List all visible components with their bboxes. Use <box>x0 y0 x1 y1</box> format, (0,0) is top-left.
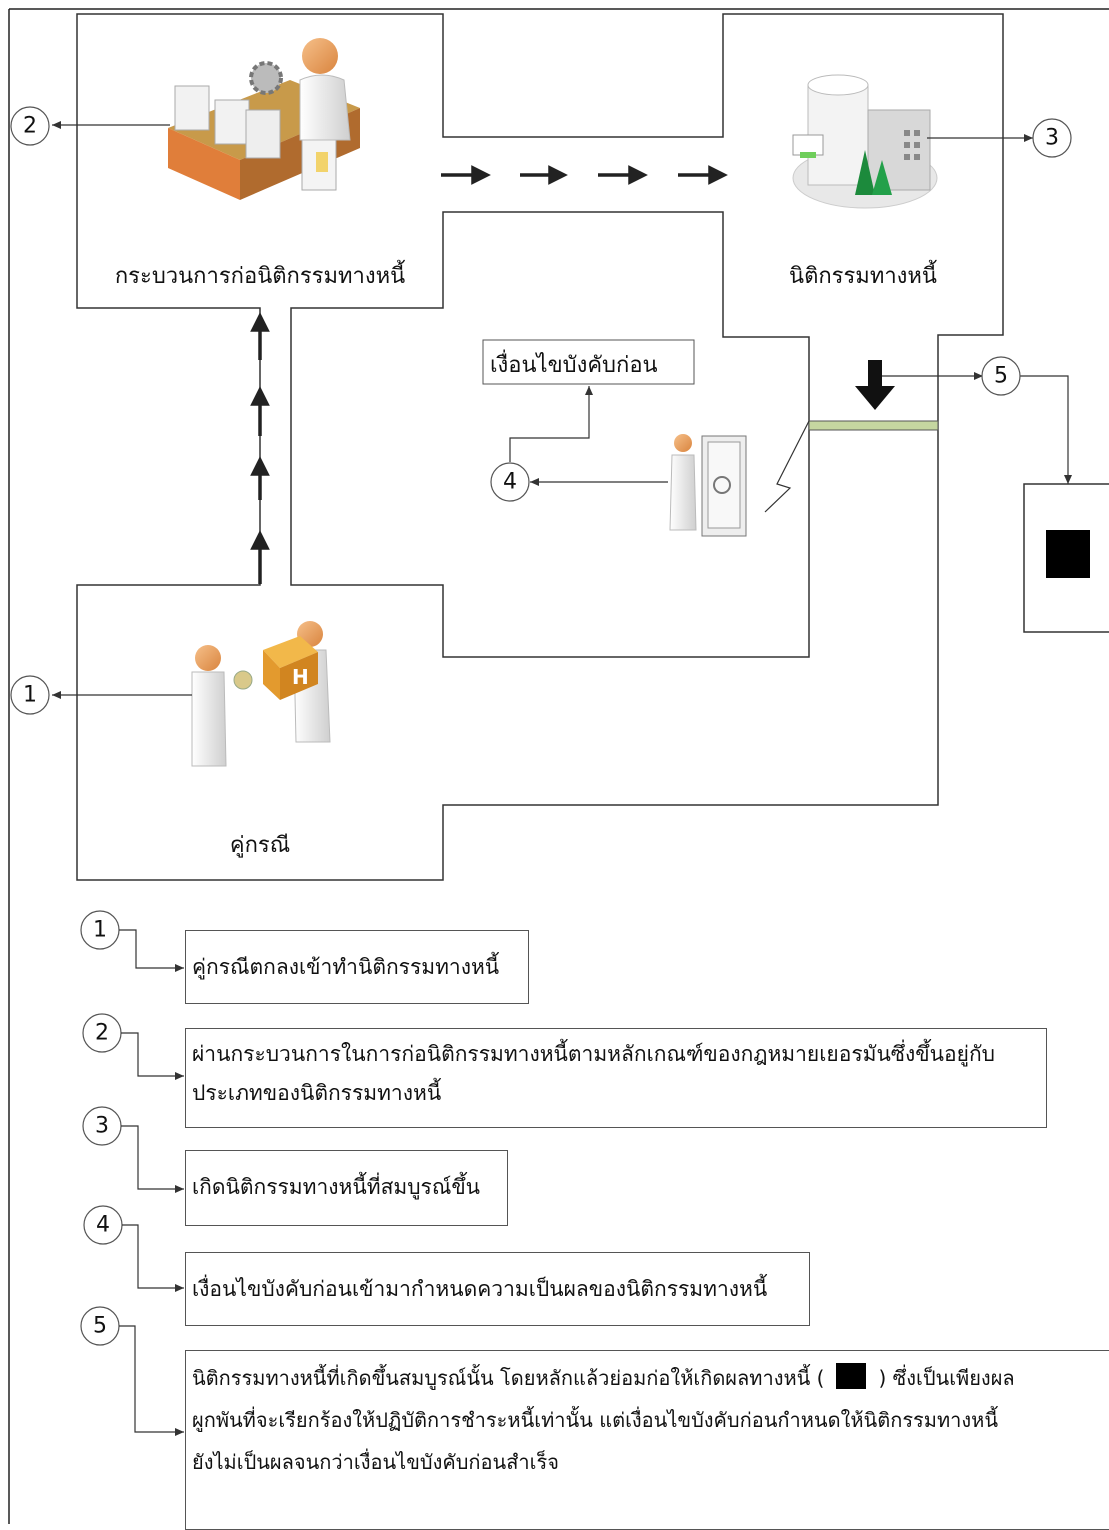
legend-text-2-line-2: ประเภทของนิติกรรมทางหนี้ <box>192 1081 442 1105</box>
legend-number-2: 2 <box>95 1021 109 1046</box>
legend-text-4: เงื่อนไขบังคับก่อนเข้ามากำหนดความเป็นผลข… <box>192 1277 768 1301</box>
legend-text-1: คู่กรณีตกลงเข้าทำนิติกรรมทางหนี้ <box>192 955 500 979</box>
legend-circles <box>80 910 123 1346</box>
condition-label: เงื่อนไขบังคับก่อน <box>490 349 658 378</box>
legend-number-3: 3 <box>95 1114 109 1139</box>
legend-text-5-part-b: ) ซึ่งเป็นเพียงผล <box>878 1366 1015 1390</box>
legend-text-5-line-3: ยังไม่เป็นผลจนกว่าเงื่อนไขบังคับก่อนสำเร… <box>192 1450 559 1474</box>
legend-number-4: 4 <box>96 1213 110 1238</box>
legend-box-3: เกิดนิติกรรมทางหนี้ที่สมบูรณ์ขึ้น <box>185 1150 508 1226</box>
legend-box-4: เงื่อนไขบังคับก่อนเข้ามากำหนดความเป็นผลข… <box>185 1252 810 1326</box>
upward-arrows <box>250 312 270 584</box>
connectors <box>52 121 1072 699</box>
building-illustration <box>792 74 938 209</box>
marker-5: 5 <box>994 364 1008 389</box>
marker-4: 4 <box>503 470 517 495</box>
legend-number-5: 5 <box>93 1314 107 1339</box>
conveyor-illustration <box>168 38 360 200</box>
svg-text:H: H <box>292 665 309 689</box>
outer-frame <box>8 8 1109 1524</box>
parties-label: คู่กรณี <box>230 833 290 858</box>
condition-bar <box>764 360 939 513</box>
black-square-icon <box>836 1363 867 1389</box>
condition-label-box <box>482 339 695 385</box>
parties-illustration: H <box>191 621 331 767</box>
marker-2: 2 <box>23 114 37 139</box>
legend-box-5: นิติกรรมทางหนี้ที่เกิดขึ้นสมบูรณ์นั้น โด… <box>185 1350 1109 1530</box>
right-result-box <box>1023 483 1109 633</box>
marker-circles <box>10 106 1072 715</box>
process-label: กระบวนการก่อนิติกรรมทางหนี้ <box>115 260 405 289</box>
legend-text-5-line-2: ผูกพันที่จะเรียกร้องให้ปฏิบัติการชำระหนี… <box>192 1408 999 1432</box>
legend-number-1: 1 <box>93 918 107 943</box>
marker-3: 3 <box>1045 126 1059 151</box>
inner-corridor-shape <box>290 211 810 658</box>
legend-text-3: เกิดนิติกรรมทางหนี้ที่สมบูรณ์ขึ้น <box>192 1175 481 1199</box>
legend-text-2-line-1: ผ่านกระบวนการในการก่อนิติกรรมทางหนี้ตามห… <box>192 1042 995 1066</box>
legend-arrows <box>119 929 184 1436</box>
legend-box-1: คู่กรณีตกลงเข้าทำนิติกรรมทางหนี้ <box>185 930 529 1004</box>
safe-illustration <box>669 434 747 537</box>
juristic-act-label: นิติกรรมทางหนี้ <box>789 260 937 289</box>
legend-text-5-line-1: นิติกรรมทางหนี้ที่เกิดขึ้นสมบูรณ์นั้น โด… <box>192 1357 1108 1399</box>
legend-box-2: ผ่านกระบวนการในการก่อนิติกรรมทางหนี้ตามห… <box>185 1028 1047 1128</box>
marker-1: 1 <box>23 683 37 708</box>
legend-text-5-part-a: นิติกรรมทางหนี้ที่เกิดขึ้นสมบูรณ์นั้น โด… <box>192 1366 825 1390</box>
rightward-arrows <box>441 165 728 185</box>
